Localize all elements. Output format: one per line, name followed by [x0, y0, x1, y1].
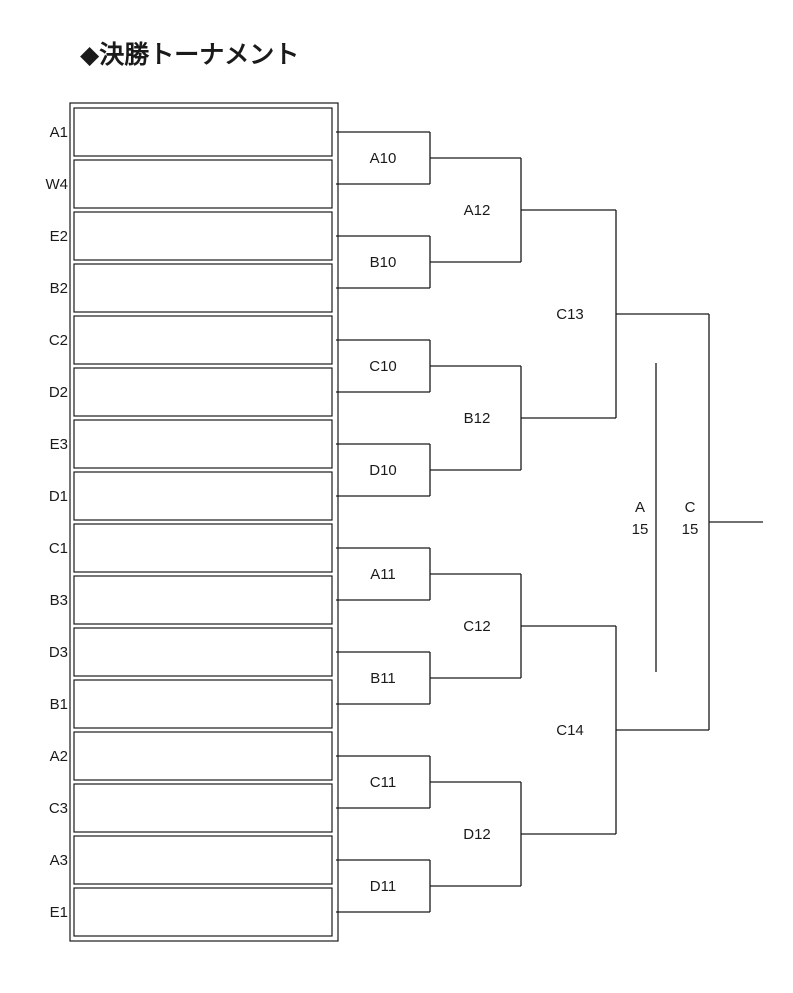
entry-box[interactable] — [73, 315, 333, 365]
round2-match-label: B12 — [464, 410, 491, 427]
entry-box[interactable] — [73, 835, 333, 885]
round1-match-label: B10 — [370, 254, 397, 271]
entry-box[interactable] — [73, 159, 333, 209]
entry-box[interactable] — [73, 211, 333, 261]
entries-outer-frame — [69, 102, 339, 942]
round1-match-label: A10 — [370, 150, 397, 167]
entry-seed-label: A1 — [50, 124, 68, 141]
round1-match-label: A11 — [370, 566, 396, 583]
round2-match-label: C12 — [463, 618, 491, 635]
entry-seed-label: E3 — [50, 436, 68, 453]
entry-box[interactable] — [73, 419, 333, 469]
entries-frame — [69, 102, 339, 942]
round3-match-label: C13 — [556, 306, 584, 323]
entry-box[interactable] — [73, 263, 333, 313]
entry-seed-label: C3 — [49, 800, 68, 817]
entry-box[interactable] — [73, 627, 333, 677]
entry-box[interactable] — [73, 887, 333, 937]
title-group: ◆決勝トーナメント — [80, 40, 299, 69]
round3-match-label: C14 — [556, 722, 584, 739]
entry-seed-label: W4 — [46, 176, 69, 193]
entry-seed-label: D3 — [49, 644, 68, 661]
entry-box[interactable] — [73, 107, 333, 157]
round1-match-label: C10 — [369, 358, 397, 375]
entry-seed-label: C1 — [49, 540, 68, 557]
entry-seed-label: D2 — [49, 384, 68, 401]
entry-box[interactable] — [73, 783, 333, 833]
round2-match-label: A12 — [464, 202, 491, 219]
round1-match-label: D10 — [369, 462, 397, 479]
entry-seed-label: B2 — [50, 280, 68, 297]
entry-seed-label: B3 — [50, 592, 68, 609]
entry-box[interactable] — [73, 731, 333, 781]
third-place-number: 15 — [632, 521, 649, 538]
entry-seed-label: B1 — [50, 696, 68, 713]
third-place-letter: A — [635, 499, 645, 516]
bracket-lines — [336, 131, 763, 913]
entry-box[interactable] — [73, 523, 333, 573]
entry-seed-label: A3 — [50, 852, 68, 869]
page-title: ◆決勝トーナメント — [80, 40, 299, 69]
final-match-letter: C — [685, 499, 696, 516]
round1-match-label: D11 — [370, 878, 396, 895]
entry-box[interactable] — [73, 575, 333, 625]
entry-seed-label: E1 — [50, 904, 68, 921]
round1-match-label: B11 — [370, 670, 396, 687]
final-match-number: 15 — [682, 521, 699, 538]
round2-match-label: D12 — [463, 826, 491, 843]
entry-seed-label: D1 — [49, 488, 68, 505]
entry-seed-label: A2 — [50, 748, 68, 765]
entry-seed-label: E2 — [50, 228, 68, 245]
entry-box[interactable] — [73, 367, 333, 417]
entry-box[interactable] — [73, 471, 333, 521]
entry-seed-label: C2 — [49, 332, 68, 349]
entry-box[interactable] — [73, 679, 333, 729]
round1-match-label: C11 — [370, 774, 396, 791]
